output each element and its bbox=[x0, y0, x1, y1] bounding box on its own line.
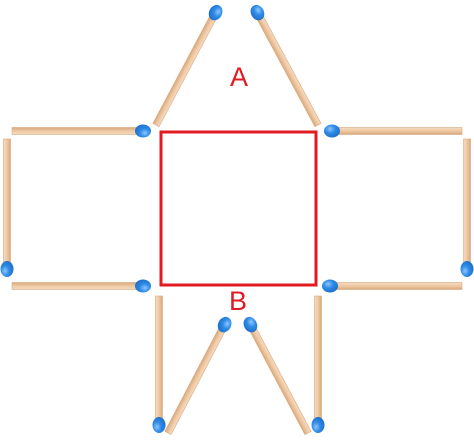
label-a: A bbox=[230, 62, 248, 92]
matchstick-head bbox=[152, 417, 166, 433]
matchstick-head bbox=[208, 4, 223, 21]
matchstick-body bbox=[164, 323, 228, 436]
matchstick-head bbox=[322, 279, 338, 293]
center-square-highlight bbox=[159, 130, 318, 287]
matchstick-bottom-left-vertical bbox=[152, 295, 166, 433]
matchstick-head bbox=[311, 417, 325, 433]
matchstick-body bbox=[314, 295, 322, 425]
matchstick-head bbox=[243, 316, 258, 333]
matchstick-body bbox=[11, 282, 143, 290]
matchstick-body bbox=[3, 138, 11, 269]
matchstick-left-bottom-horizontal bbox=[11, 279, 151, 293]
matchstick-bottom-right-vertical bbox=[311, 295, 325, 433]
matchstick-body bbox=[330, 282, 463, 290]
matchstick-bottom-left-diagonal bbox=[164, 316, 232, 436]
matchstick-bottom-right-diagonal bbox=[243, 316, 312, 436]
matchstick-top-right-roof bbox=[250, 4, 322, 128]
matchstick-head bbox=[217, 316, 232, 333]
matchstick-right-top-horizontal bbox=[324, 124, 463, 138]
matchstick-body bbox=[463, 138, 471, 269]
matchstick-body bbox=[11, 127, 143, 135]
matchstick-body bbox=[247, 323, 312, 436]
matchstick-head bbox=[135, 279, 151, 293]
matchstick-body bbox=[332, 127, 463, 135]
matchstick-left-top-horizontal bbox=[11, 124, 151, 138]
matchstick-right-bottom-horizontal bbox=[322, 279, 463, 293]
matchstick-head bbox=[460, 261, 474, 277]
matchsticks-group bbox=[0, 4, 474, 436]
matchstick-top-left-roof bbox=[152, 4, 223, 128]
matchstick-right-vertical bbox=[460, 138, 474, 277]
matchstick-left-vertical bbox=[0, 138, 14, 277]
matchstick-head bbox=[135, 124, 151, 138]
matchstick-head bbox=[324, 124, 340, 138]
matchstick-head bbox=[250, 4, 265, 21]
matchstick-body bbox=[155, 295, 163, 425]
matchstick-head bbox=[0, 261, 14, 277]
label-b: B bbox=[229, 286, 247, 316]
